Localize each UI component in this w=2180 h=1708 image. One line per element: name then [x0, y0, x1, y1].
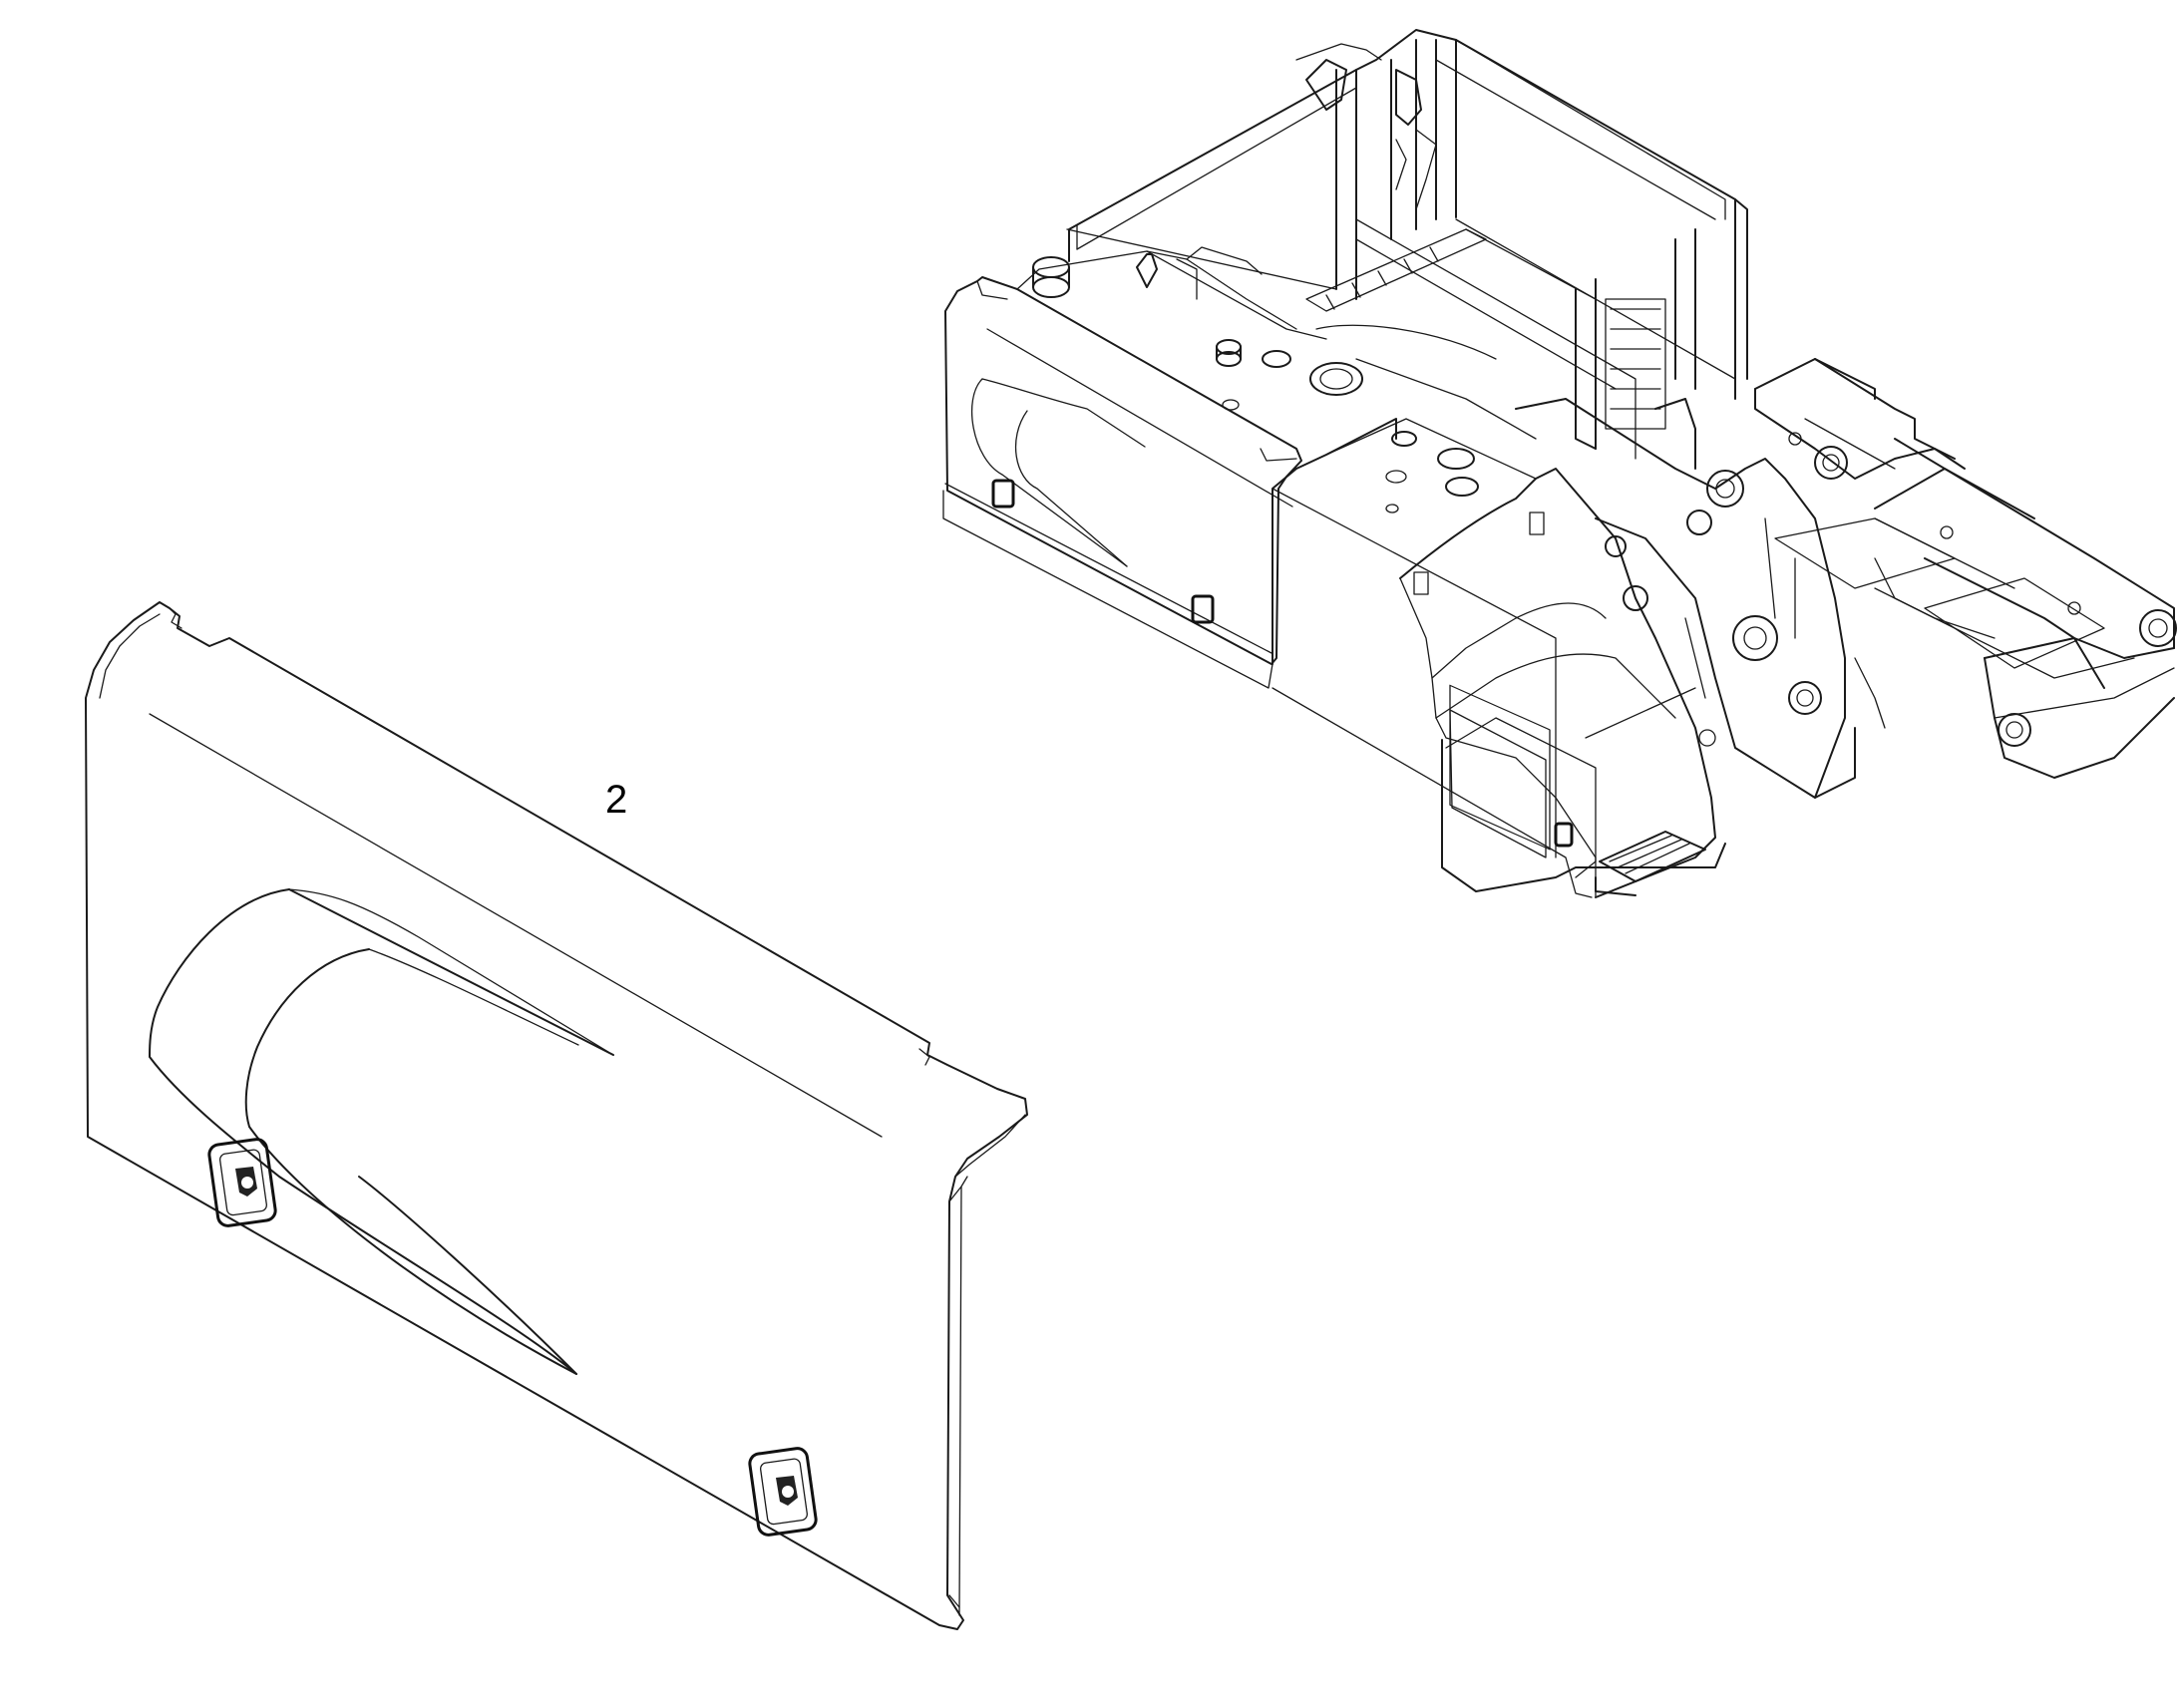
latch-left-icon	[207, 1138, 277, 1227]
latch-right-icon	[748, 1447, 818, 1537]
machine-assembly	[942, 29, 2177, 898]
side-door-panel	[85, 601, 1028, 1630]
callout-label-part-2: 2	[605, 778, 628, 822]
